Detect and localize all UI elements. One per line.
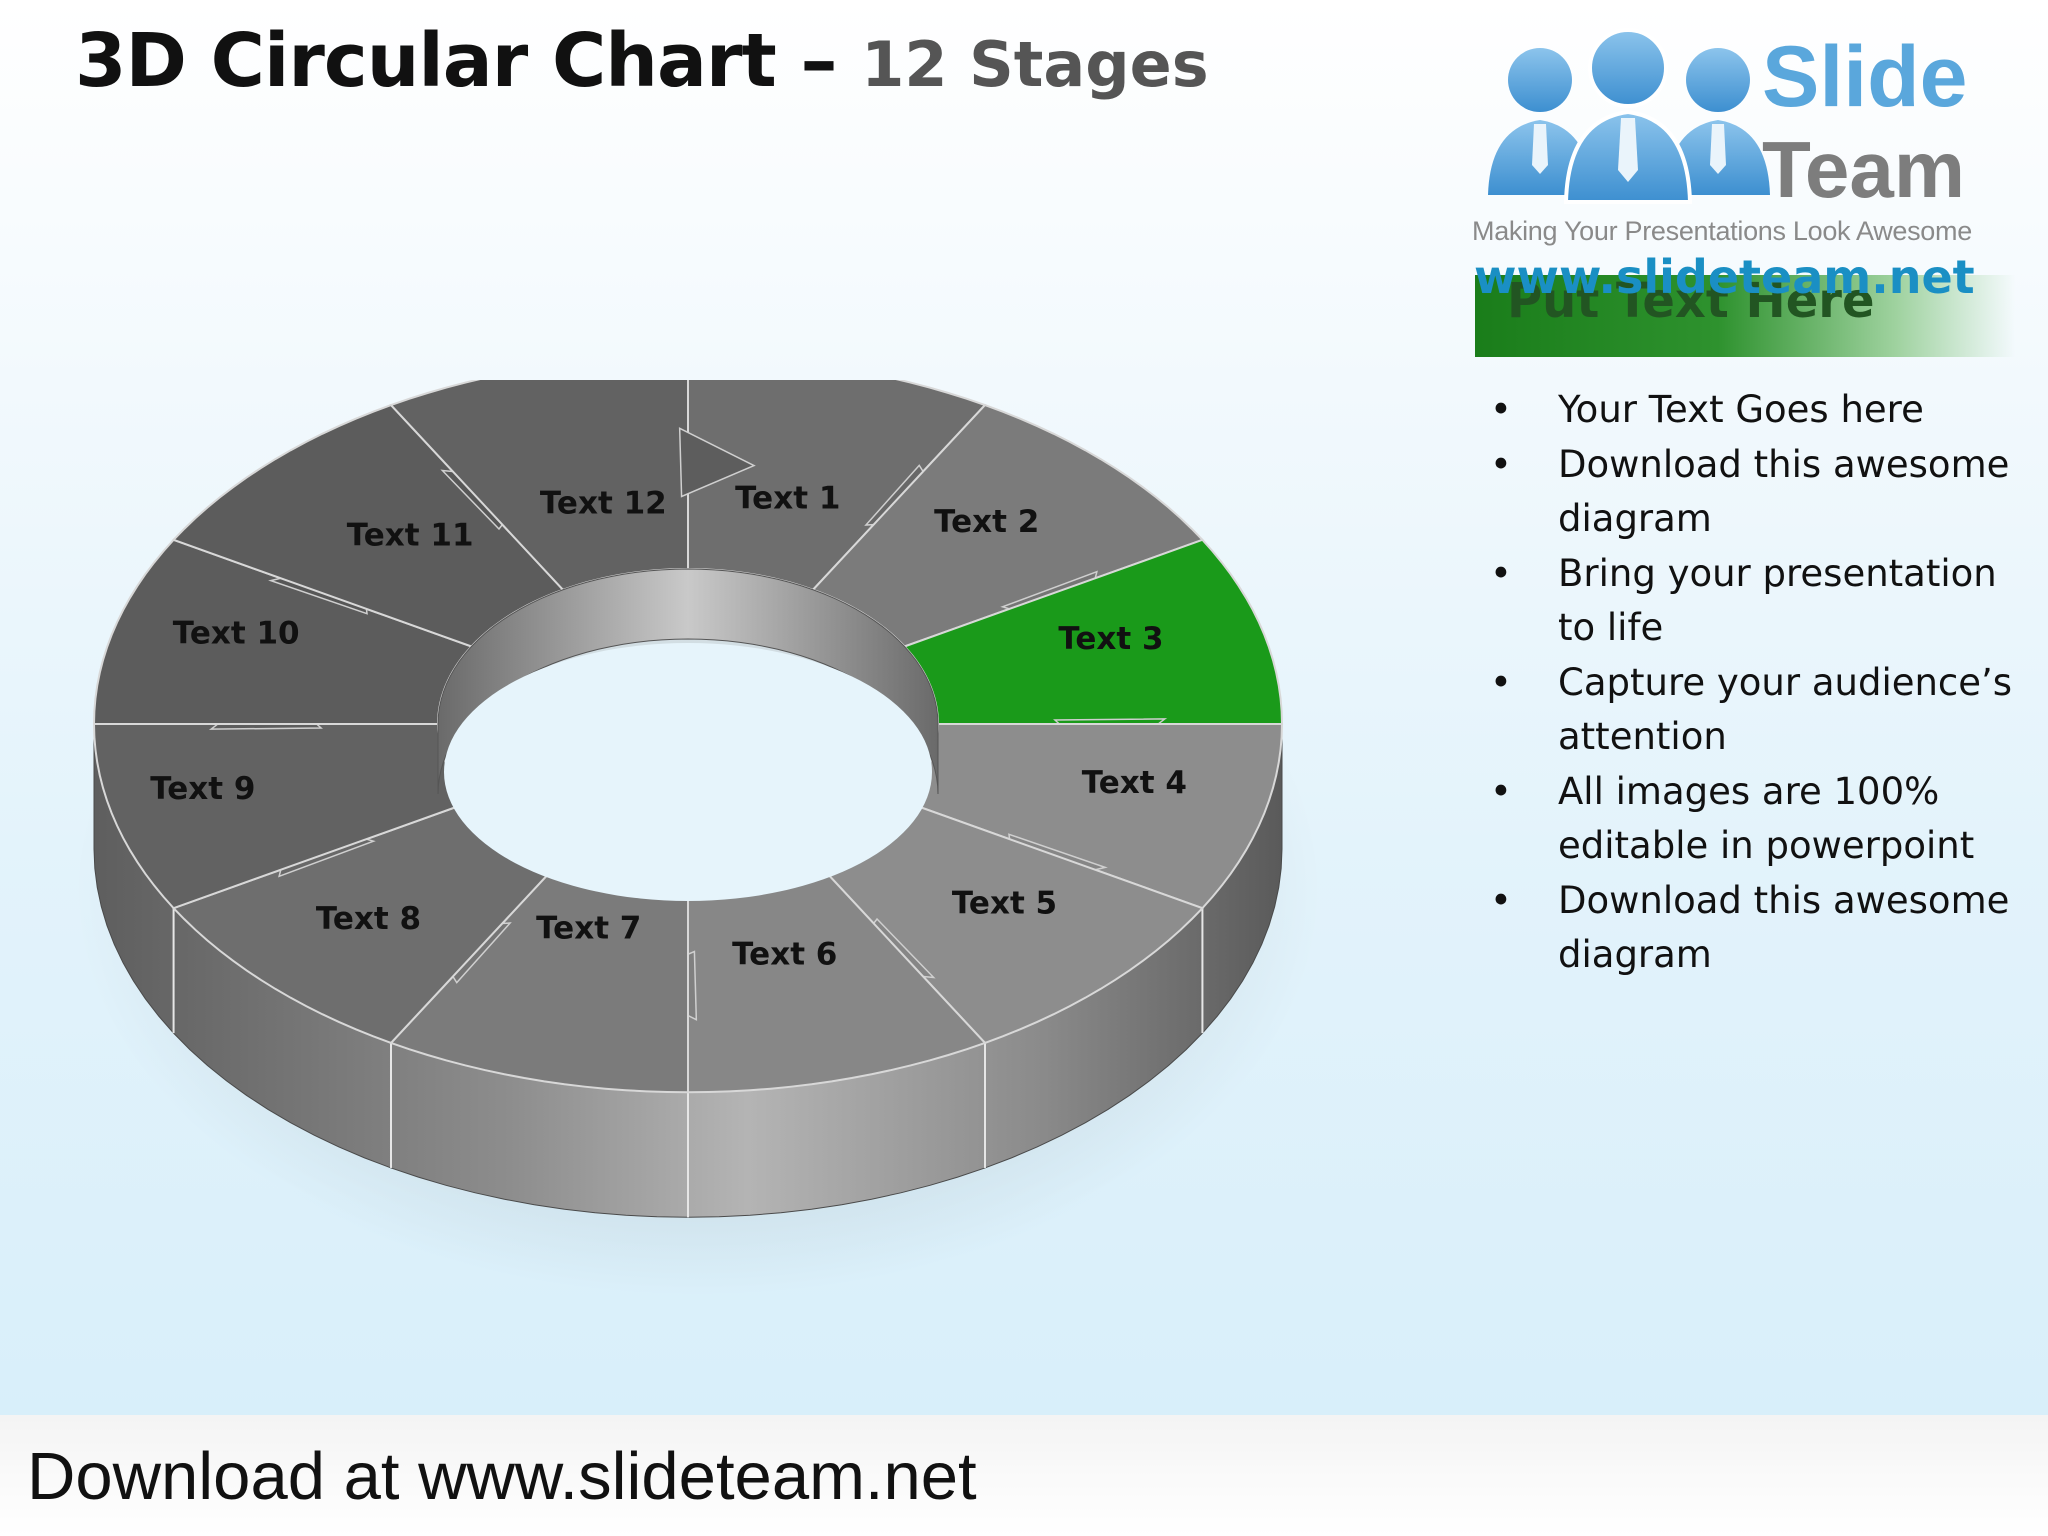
stage-label: Text 8 xyxy=(316,901,421,937)
slideteam-logo: Slide Team Making Your Presentations Loo… xyxy=(1470,20,2030,350)
bullet-item: Download this awesome diagram xyxy=(1490,874,2020,983)
stage-label: Text 9 xyxy=(150,771,255,807)
logo-brand-team: Team xyxy=(1762,125,1966,214)
segment-arrow-tip xyxy=(678,427,756,498)
sidebar-header-text: Put Text Here xyxy=(1507,275,1875,329)
title-main: 3D Circular Chart – xyxy=(75,18,838,104)
people-logo-icon xyxy=(1488,28,1770,204)
bullet-item: Capture your audience’s attention xyxy=(1490,656,2020,765)
stage-label: Text 10 xyxy=(173,616,300,652)
sidebar-header: Put Text Here xyxy=(1475,275,2015,357)
bullet-list: Your Text Goes here Download this awesom… xyxy=(1490,383,2020,983)
logo-tagline: Making Your Presentations Look Awesome xyxy=(1472,216,1972,246)
stage-label: Text 3 xyxy=(1058,621,1163,657)
ring-inner-wall xyxy=(437,568,939,795)
stage-label: Text 7 xyxy=(536,911,641,947)
bullet-item: Download this awesome diagram xyxy=(1490,438,2020,547)
footer-band xyxy=(0,1415,2048,1536)
stage-label: Text 5 xyxy=(952,886,1057,922)
stage-label: Text 1 xyxy=(735,480,840,516)
logo-url: www.slideteam.net xyxy=(1474,250,1975,304)
circular-chart-diagram: Text 1 Text 2 Text 3 Text 4 Text 5 Text 6 Text… xyxy=(74,380,1322,1298)
slide-title: 3D Circular Chart – 12 Stages xyxy=(75,18,1209,104)
title-subtitle: 12 Stages xyxy=(861,28,1209,101)
bullet-item: Your Text Goes here xyxy=(1490,383,2020,438)
stage-label: Text 12 xyxy=(540,485,667,521)
footer-download-text: Download at www.slideteam.net xyxy=(27,1439,977,1514)
stage-label: Text 4 xyxy=(1082,765,1187,801)
stage-label: Text 2 xyxy=(934,504,1039,540)
bullet-item: Bring your presentation to life xyxy=(1490,547,2020,656)
logo-brand-slide: Slide xyxy=(1762,29,1968,125)
ring-center-hole xyxy=(444,643,932,901)
bullet-item: All images are 100% editable in powerpoi… xyxy=(1490,765,2020,874)
stage-label: Text 6 xyxy=(732,937,837,973)
stage-label: Text 11 xyxy=(347,518,474,554)
